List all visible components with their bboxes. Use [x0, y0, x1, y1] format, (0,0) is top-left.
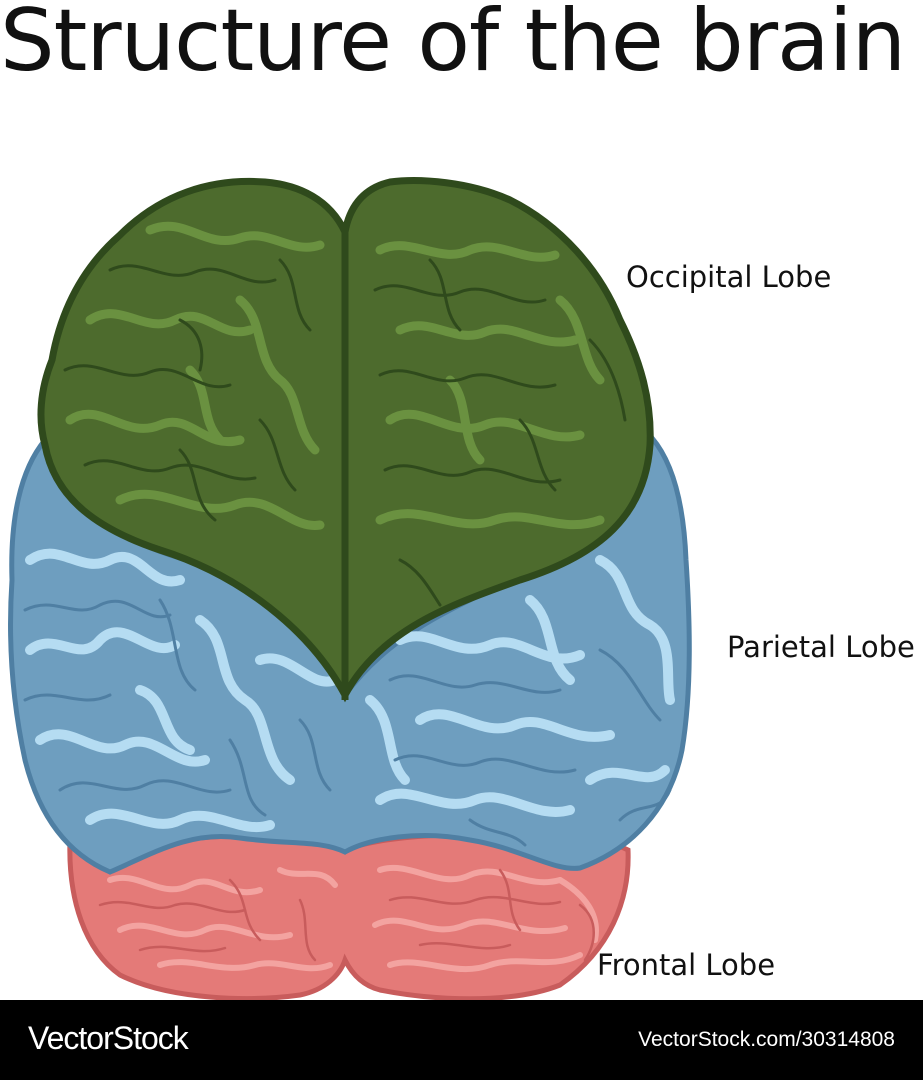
page-title: Structure of the brain [0, 0, 906, 91]
brand-logo: VectorStock [28, 1020, 189, 1056]
frontal-lobe-label: Frontal Lobe [597, 948, 776, 982]
watermark-footer: VectorStock VectorStock.com/30314808 [0, 1000, 923, 1080]
parietal-lobe-label: Parietal Lobe [727, 630, 915, 664]
occipital-lobe [37, 177, 654, 703]
occipital-lobe-label: Occipital Lobe [626, 260, 832, 294]
stock-id: VectorStock.com/30314808 [638, 1028, 895, 1051]
brain-illustration [8, 177, 692, 1000]
frontal-lobe [67, 831, 631, 1000]
